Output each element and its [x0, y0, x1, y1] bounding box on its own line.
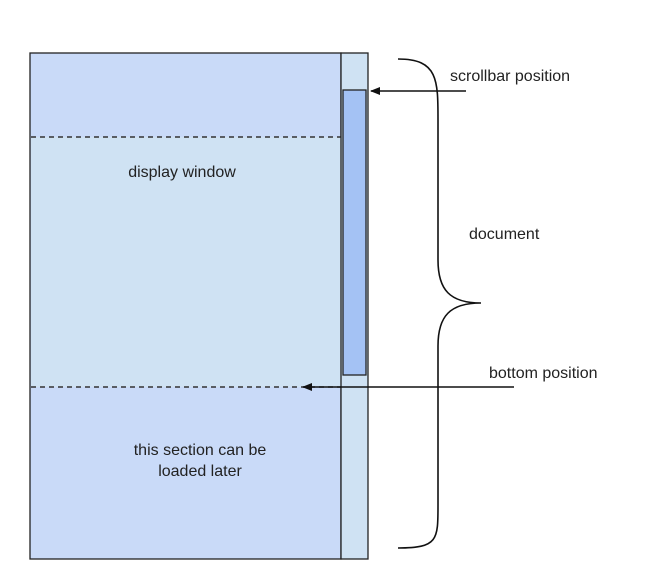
document-brace	[397, 58, 482, 549]
document-label: document	[469, 226, 540, 243]
lazy-section-label-line1: this section can be	[134, 442, 267, 459]
display-window-label: display window	[128, 164, 236, 181]
display-window-fill	[31, 137, 341, 387]
scrollbar-position-label: scrollbar position	[450, 68, 570, 85]
lazy-section-label-line2: loaded later	[158, 463, 242, 480]
scrollbar-thumb	[342, 89, 367, 376]
bottom-position-label: bottom position	[489, 365, 598, 382]
